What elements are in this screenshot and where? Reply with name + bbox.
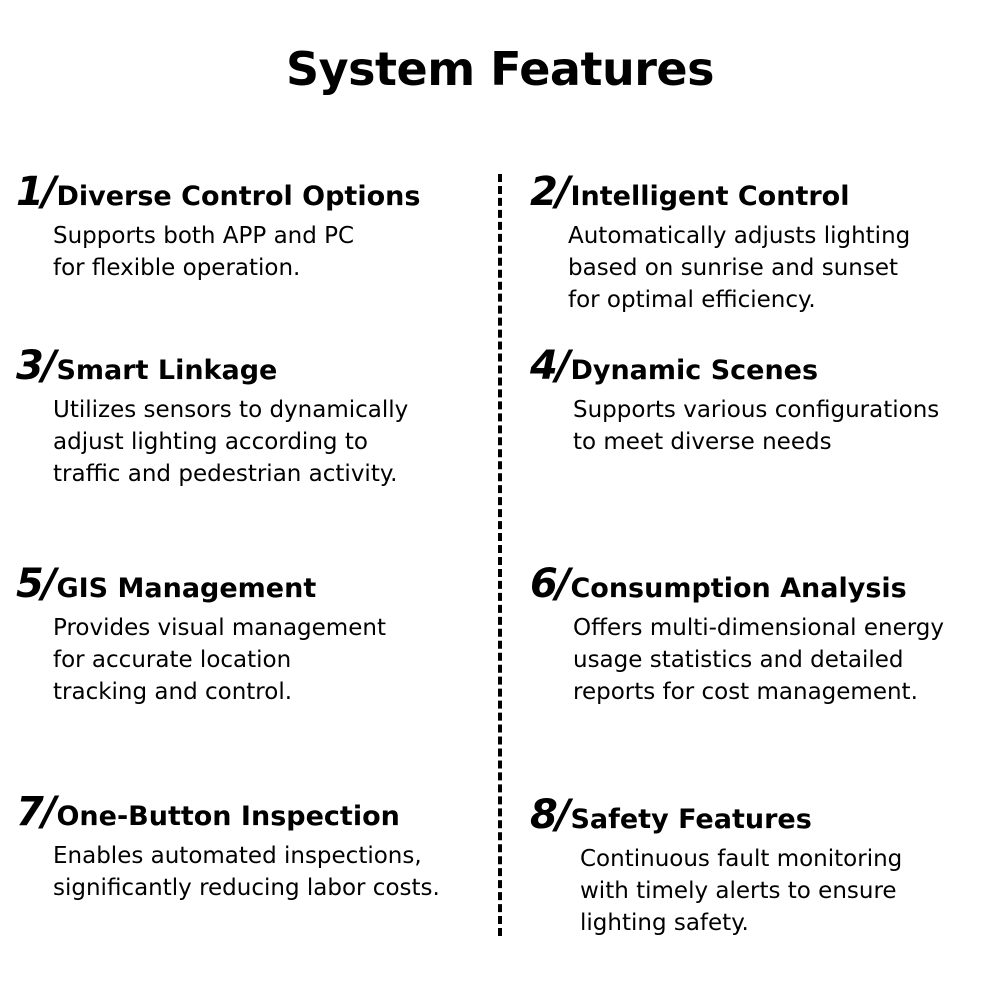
feature-number: 7/: [16, 789, 56, 835]
feature-5: 5/GIS Management Provides visual managem…: [16, 564, 386, 708]
feature-description: Supports various configurations to meet …: [573, 397, 940, 455]
feature-3: 3/Smart Linkage Utilizes sensors to dyna…: [16, 346, 408, 490]
feature-title: Diverse Control Options: [56, 181, 421, 212]
feature-7: 7/One-Button Inspection Enables automate…: [16, 792, 440, 904]
feature-8-head: 8/Safety Features: [530, 795, 902, 835]
feature-number: 6/: [530, 561, 570, 607]
feature-1-head: 1/Diverse Control Options: [16, 172, 420, 212]
feature-4-head: 4/Dynamic Scenes: [530, 346, 939, 386]
page-title: System Features: [286, 42, 714, 96]
feature-title: One-Button Inspection: [56, 801, 400, 832]
feature-title: Intelligent Control: [570, 181, 850, 212]
feature-5-head: 5/GIS Management: [16, 564, 386, 604]
feature-description: Automatically adjusts lighting based on …: [568, 223, 911, 313]
feature-description: Enables automated inspections, significa…: [53, 843, 440, 901]
feature-1: 1/Diverse Control Options Supports both …: [16, 172, 420, 284]
feature-title: GIS Management: [56, 573, 317, 604]
feature-2: 2/Intelligent Control Automatically adju…: [530, 172, 910, 316]
feature-2-head: 2/Intelligent Control: [530, 172, 910, 212]
feature-description: Provides visual management for accurate …: [53, 615, 386, 705]
feature-4: 4/Dynamic Scenes Supports various config…: [530, 346, 939, 458]
feature-7-head: 7/One-Button Inspection: [16, 792, 440, 832]
feature-number: 2/: [530, 169, 570, 215]
feature-number: 3/: [16, 343, 56, 389]
feature-description: Continuous fault monitoring with timely …: [580, 846, 903, 936]
feature-title: Consumption Analysis: [570, 573, 907, 604]
feature-number: 4/: [530, 343, 570, 389]
feature-6-head: 6/Consumption Analysis: [530, 564, 944, 604]
feature-title: Safety Features: [570, 804, 812, 835]
feature-6: 6/Consumption Analysis Offers multi-dime…: [530, 564, 944, 708]
column-divider: [498, 174, 502, 936]
feature-number: 5/: [16, 561, 56, 607]
feature-description: Supports both APP and PC for flexible op…: [53, 223, 355, 281]
feature-description: Utilizes sensors to dynamically adjust l…: [53, 397, 409, 487]
feature-number: 8/: [530, 792, 570, 838]
feature-description: Offers multi-dimensional energy usage st…: [573, 615, 945, 705]
feature-title: Dynamic Scenes: [570, 355, 819, 386]
feature-8: 8/Safety Features Continuous fault monit…: [530, 795, 902, 939]
feature-title: Smart Linkage: [56, 355, 278, 386]
feature-number: 1/: [16, 169, 56, 215]
feature-3-head: 3/Smart Linkage: [16, 346, 408, 386]
